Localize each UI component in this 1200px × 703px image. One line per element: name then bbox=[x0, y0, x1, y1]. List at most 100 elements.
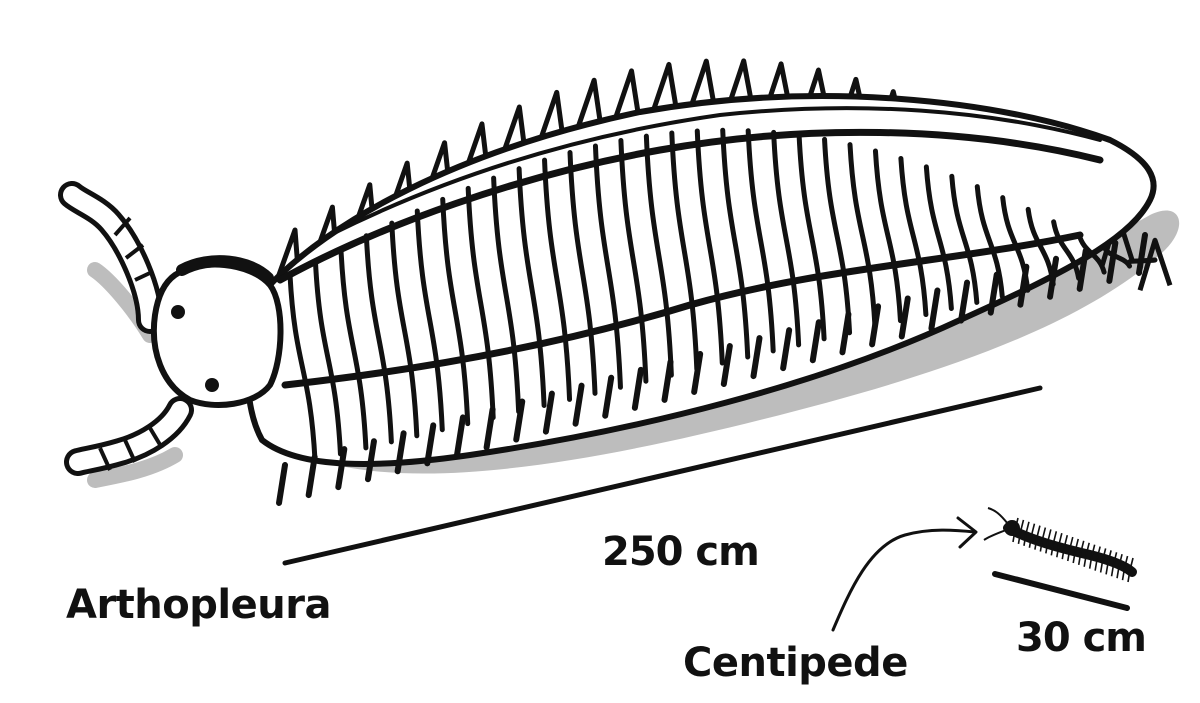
centipede-leg bbox=[1034, 537, 1038, 550]
lower-spine bbox=[987, 271, 1000, 316]
centipede-leg bbox=[1118, 553, 1123, 567]
body-rib bbox=[312, 259, 343, 457]
centipede-drawing bbox=[983, 507, 1137, 583]
lower-spine bbox=[483, 406, 496, 451]
centipede-leg bbox=[1074, 538, 1080, 552]
body-segments bbox=[287, 127, 1158, 463]
centipede-leg bbox=[1083, 554, 1087, 567]
lower-spine bbox=[661, 358, 674, 403]
lower-spine bbox=[572, 382, 585, 427]
centipede-leg bbox=[1047, 529, 1052, 542]
antenna-shadow-bottom bbox=[87, 447, 183, 488]
centipede-leg bbox=[1068, 536, 1074, 550]
centipede-leg bbox=[1019, 519, 1025, 533]
lower-spine bbox=[691, 350, 704, 395]
centipede-leg bbox=[1017, 531, 1022, 545]
centipede-label: Centipede bbox=[683, 640, 908, 686]
centipede-leg bbox=[1094, 558, 1098, 571]
centipede-leg bbox=[1072, 550, 1077, 564]
antenna-segments bbox=[98, 216, 164, 471]
body-rib bbox=[1102, 245, 1133, 269]
lower-spine bbox=[1017, 263, 1030, 308]
centipede-leg bbox=[1023, 533, 1027, 546]
arthropleura-label: Arthopleura bbox=[66, 582, 331, 628]
centipede-leg bbox=[1056, 545, 1060, 558]
lower-spine bbox=[631, 366, 644, 411]
centipede-leg bbox=[1052, 531, 1058, 544]
lower-spine bbox=[394, 430, 407, 475]
body-rib bbox=[389, 220, 420, 439]
lower-spine bbox=[720, 343, 733, 388]
centipede-leg bbox=[1123, 555, 1129, 569]
lower-spine bbox=[809, 319, 822, 364]
body-rib bbox=[669, 130, 700, 372]
centipede-leg bbox=[1129, 557, 1134, 571]
lower-spine bbox=[453, 414, 466, 459]
upper-spine bbox=[645, 61, 681, 127]
body-rib bbox=[414, 208, 445, 433]
body-rib bbox=[491, 175, 522, 415]
centipede-leg bbox=[1079, 540, 1085, 554]
upper-spine bbox=[608, 68, 643, 134]
body-rib bbox=[745, 128, 776, 354]
body-rib bbox=[338, 246, 369, 451]
centipede-leg bbox=[1101, 548, 1107, 561]
lower-spine bbox=[780, 327, 793, 372]
eye-left bbox=[171, 305, 185, 319]
upper-ridge bbox=[276, 128, 1104, 284]
lower-spine bbox=[1047, 255, 1060, 300]
arthropleura-length-label: 250 cm bbox=[602, 529, 760, 575]
centipede-leg bbox=[1116, 566, 1120, 579]
lower-spine bbox=[1106, 239, 1119, 284]
centipede-leg bbox=[1028, 535, 1033, 548]
centipede-leg bbox=[1012, 529, 1016, 543]
body-rib bbox=[847, 142, 878, 330]
centipede-leg bbox=[1096, 546, 1101, 559]
lower-spine bbox=[424, 422, 437, 467]
lower-spine bbox=[869, 303, 882, 348]
centipede-leg bbox=[1041, 527, 1047, 540]
centipede-leg bbox=[1090, 544, 1096, 557]
body-rib bbox=[923, 164, 954, 311]
arthropleura-shadow bbox=[252, 210, 1180, 474]
centipede-antenna-1 bbox=[987, 507, 1009, 525]
upper-ridge-inner bbox=[328, 106, 1102, 237]
centipede-leg bbox=[1039, 539, 1044, 552]
lower-spine bbox=[958, 279, 971, 324]
body-rib bbox=[440, 196, 471, 427]
centipede-length-label: 30 cm bbox=[1016, 615, 1147, 661]
lower-spine bbox=[898, 295, 911, 340]
body-rib bbox=[974, 184, 1005, 299]
centipede-body bbox=[1003, 523, 1137, 577]
centipede-scale-line bbox=[992, 571, 1130, 611]
lower-spine bbox=[602, 374, 615, 419]
centipede-leg bbox=[1121, 567, 1126, 581]
centipede-leg bbox=[1085, 542, 1090, 555]
pointer-arrow bbox=[831, 528, 977, 632]
body-rib bbox=[694, 128, 725, 366]
arthropleura-scale-line bbox=[282, 385, 1043, 566]
centipede-antenna-2 bbox=[983, 529, 1007, 541]
centipede-leg bbox=[1077, 552, 1082, 565]
lower-spine bbox=[542, 390, 555, 435]
lower-spine bbox=[335, 446, 348, 491]
body-rib bbox=[720, 127, 751, 360]
arthropleura-drawing bbox=[58, 58, 1180, 506]
body-rib bbox=[618, 137, 649, 384]
centipede-leg bbox=[1066, 548, 1071, 562]
centipede-leg bbox=[1112, 552, 1118, 565]
lower-spine bbox=[1076, 247, 1089, 292]
centipede-leg bbox=[1105, 562, 1109, 575]
centipede-leg bbox=[1036, 525, 1041, 538]
body-rib bbox=[567, 150, 598, 396]
lower-spine bbox=[305, 454, 318, 499]
antenna-top-inner bbox=[63, 186, 159, 329]
body-rib bbox=[796, 132, 827, 342]
lower-ridge bbox=[281, 231, 1084, 389]
lower-spine bbox=[750, 335, 763, 380]
centipede-leg bbox=[1127, 569, 1131, 583]
body-rib bbox=[465, 185, 496, 421]
centipede-leg bbox=[1061, 547, 1066, 560]
lower-spine bbox=[839, 311, 852, 356]
